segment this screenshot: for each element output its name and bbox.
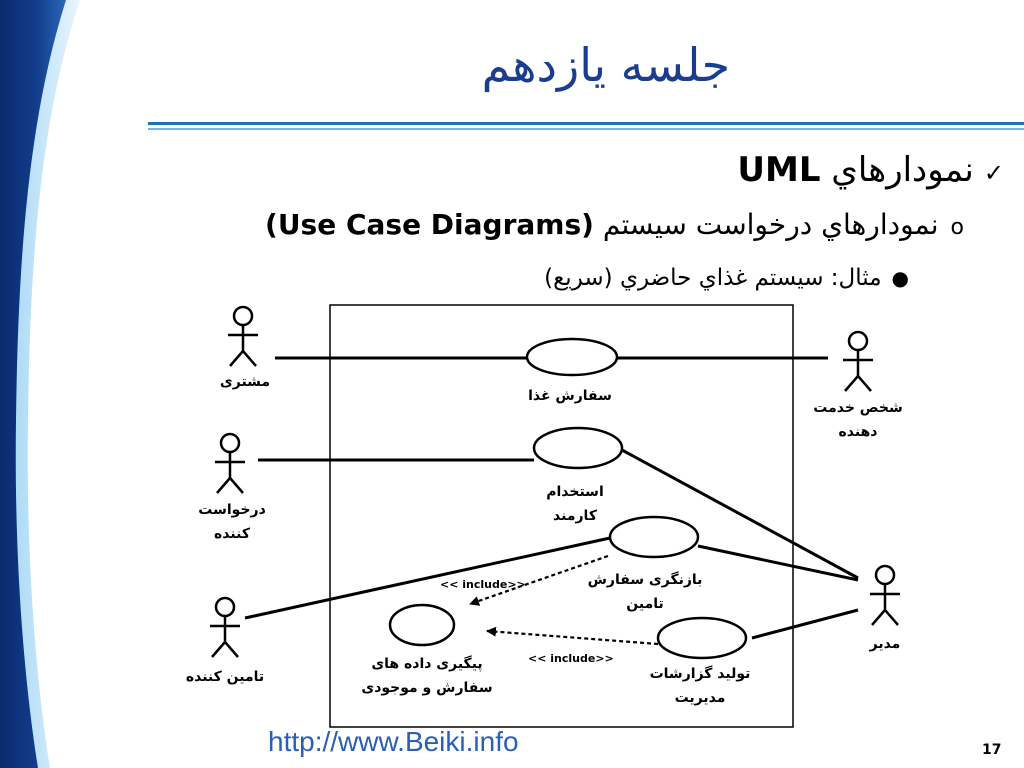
actor-label-manager: مدير bbox=[869, 636, 901, 652]
bullet-uml-english: UML bbox=[737, 150, 821, 190]
actor-requester bbox=[215, 432, 245, 494]
actor-service bbox=[843, 330, 873, 392]
assoc-supplier-restock bbox=[244, 536, 611, 620]
actor-label-supplier: تامين كننده bbox=[185, 669, 265, 685]
title-rule-light bbox=[148, 128, 1024, 130]
actor-customer bbox=[228, 305, 258, 367]
bullet-example: ● مثال: سيستم غذاي حاضري (سريع) bbox=[544, 265, 909, 291]
bullet-use-case-english: (Use Case Diagrams) bbox=[265, 208, 594, 241]
circle-bullet-icon: o bbox=[950, 215, 964, 240]
dot-bullet-icon: ● bbox=[891, 266, 909, 290]
usecase-label-order-food: سفارش غذا bbox=[528, 388, 612, 404]
usecase-label-restock: بازنگرى سفارش تامين bbox=[587, 572, 703, 612]
bullet-use-case-text: نمودارهاي درخواست سيستم bbox=[593, 208, 939, 241]
bullet-uml: ✓ نمودارهاي UML bbox=[737, 150, 1004, 190]
title-rule bbox=[148, 122, 1024, 125]
actor-label-service: شخص خدمت دهنده bbox=[813, 400, 903, 440]
footer-url-link[interactable]: http://www.Beiki.info bbox=[268, 726, 519, 757]
slide-title: جلسه يازدهم bbox=[481, 38, 730, 92]
bullet-uml-text: نمودارهاي bbox=[820, 150, 974, 190]
system-boundary bbox=[329, 304, 794, 728]
usecase-hire-staff bbox=[532, 426, 624, 470]
usecase-label-reports: توليد گزارشات مديريت bbox=[649, 666, 751, 706]
usecase-restock bbox=[608, 515, 700, 559]
usecase-label-track-data: پيگيرى داده هاى سفارش و موجودى bbox=[361, 656, 493, 696]
include-label-reports: << include>> bbox=[528, 652, 614, 665]
actor-label-requester: درخواست كننده bbox=[198, 502, 266, 542]
actor-supplier bbox=[210, 596, 240, 658]
usecase-label-hire-staff: استخدام كارمند bbox=[546, 484, 604, 524]
include-label-restock: << include>> bbox=[440, 578, 526, 591]
actor-manager bbox=[870, 564, 900, 626]
page-number: 17 bbox=[982, 742, 1002, 758]
include-reports-track bbox=[486, 626, 659, 646]
assoc-restock-manager bbox=[697, 544, 859, 582]
assoc-reports-manager bbox=[751, 608, 859, 640]
usecase-reports bbox=[656, 616, 748, 660]
usecase-track-data bbox=[388, 603, 456, 647]
actor-label-customer: مشترى bbox=[219, 374, 271, 390]
bullet-use-case: o نمودارهاي درخواست سيستم (Use Case Diagr… bbox=[265, 208, 964, 241]
bullet-example-text: مثال: سيستم غذاي حاضري (سريع) bbox=[544, 265, 882, 291]
assoc-hire-manager bbox=[621, 448, 859, 580]
usecase-order-food bbox=[525, 337, 619, 377]
checkmark-icon: ✓ bbox=[983, 159, 1004, 187]
include-restock-track bbox=[469, 554, 609, 606]
